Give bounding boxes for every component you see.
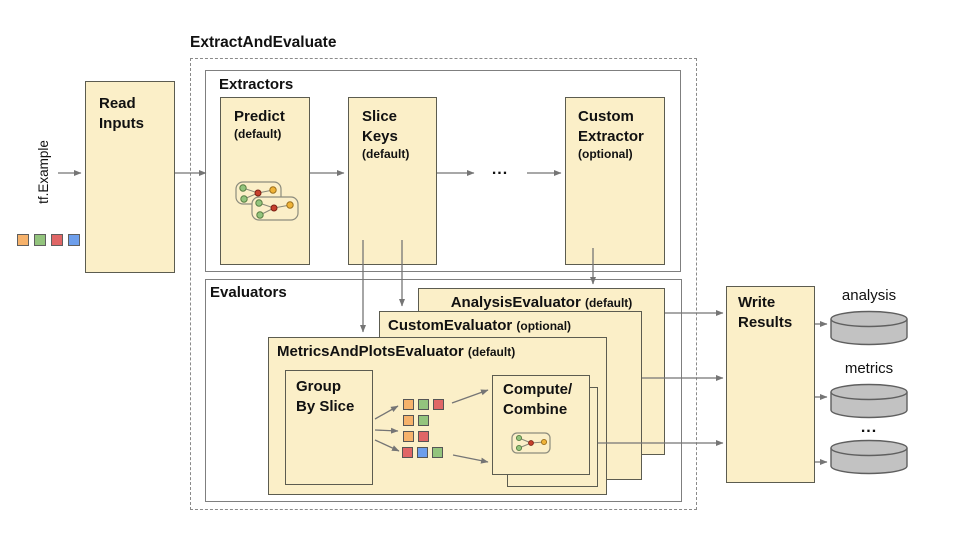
predict-subtitle: (default) xyxy=(234,127,282,141)
red-square xyxy=(433,399,444,410)
green-square xyxy=(34,234,46,246)
read-inputs-line1: Read xyxy=(99,95,136,112)
custom-extractor-line1: Custom xyxy=(578,108,634,125)
read-inputs-box: Read Inputs xyxy=(85,81,175,273)
predict-title: Predict xyxy=(234,108,285,125)
group-by-slice-line1: Group xyxy=(296,378,341,395)
custom-extractor-line2: Extractor xyxy=(578,128,644,145)
compute-combine-line1: Compute/ xyxy=(503,381,573,398)
extract-and-evaluate-boundary xyxy=(190,58,697,510)
combine-graph-icon xyxy=(511,432,551,454)
slice-row xyxy=(403,415,444,426)
slice-keys-extractor-box: Slice Keys (default) xyxy=(348,97,437,265)
green-square xyxy=(418,399,429,410)
orange-square xyxy=(403,415,414,426)
input-example-squares xyxy=(17,234,80,246)
metrics-database-icon xyxy=(830,383,908,419)
read-inputs-line2: Inputs xyxy=(99,115,144,132)
slice-keys-line1: Slice xyxy=(362,108,398,125)
output-label-analysis: analysis xyxy=(841,287,897,304)
red-square xyxy=(418,431,429,442)
group-by-slice-line2: By Slice xyxy=(296,398,355,415)
write-results-box: Write Results xyxy=(726,286,815,483)
analysis-evaluator-title: AnalysisEvaluator xyxy=(450,294,581,311)
slice-row xyxy=(403,431,444,442)
orange-square xyxy=(403,399,414,410)
orange-square xyxy=(403,431,414,442)
output-label-ellipsis: ... xyxy=(860,419,878,436)
blue-square xyxy=(417,447,428,458)
pipeline-title: ExtractAndEvaluate xyxy=(190,34,337,51)
custom-extractor-subtitle: (optional) xyxy=(578,147,633,161)
red-square xyxy=(402,447,413,458)
compute-combine-line2: Combine xyxy=(503,401,568,418)
custom-evaluator-title: CustomEvaluator xyxy=(388,317,513,334)
orange-square xyxy=(17,234,29,246)
red-square xyxy=(51,234,63,246)
analysis-evaluator-subtitle: (default) xyxy=(584,296,633,310)
sliced-examples-grid xyxy=(402,399,444,463)
slice-row xyxy=(402,447,444,458)
other-database-icon xyxy=(830,439,908,475)
green-square xyxy=(418,415,429,426)
slice-keys-line2: Keys xyxy=(362,128,398,145)
write-results-line2: Results xyxy=(738,314,793,331)
extractors-ellipsis: ... xyxy=(491,161,509,178)
metrics-and-plots-evaluator-title: MetricsAndPlotsEvaluator xyxy=(277,343,464,360)
predict-extractor-box: Predict (default) xyxy=(220,97,310,265)
model-graph-icon xyxy=(235,181,299,221)
evaluators-label: Evaluators xyxy=(210,284,287,301)
output-label-metrics: metrics xyxy=(844,360,894,377)
custom-extractor-box: Custom Extractor (optional) xyxy=(565,97,665,265)
extractors-label: Extractors xyxy=(219,76,294,93)
group-by-slice-box: Group By Slice xyxy=(285,370,373,485)
blue-square xyxy=(68,234,80,246)
green-square xyxy=(432,447,443,458)
analysis-database-icon xyxy=(830,310,908,346)
write-results-line1: Write xyxy=(738,294,776,311)
custom-evaluator-subtitle: (optional) xyxy=(516,319,572,333)
slice-keys-subtitle: (default) xyxy=(362,147,410,161)
input-label: tf.Example xyxy=(36,140,51,204)
slice-row xyxy=(403,399,444,410)
metrics-and-plots-evaluator-subtitle: (default) xyxy=(467,345,516,359)
compute-combine-box: Compute/ Combine xyxy=(492,375,590,475)
